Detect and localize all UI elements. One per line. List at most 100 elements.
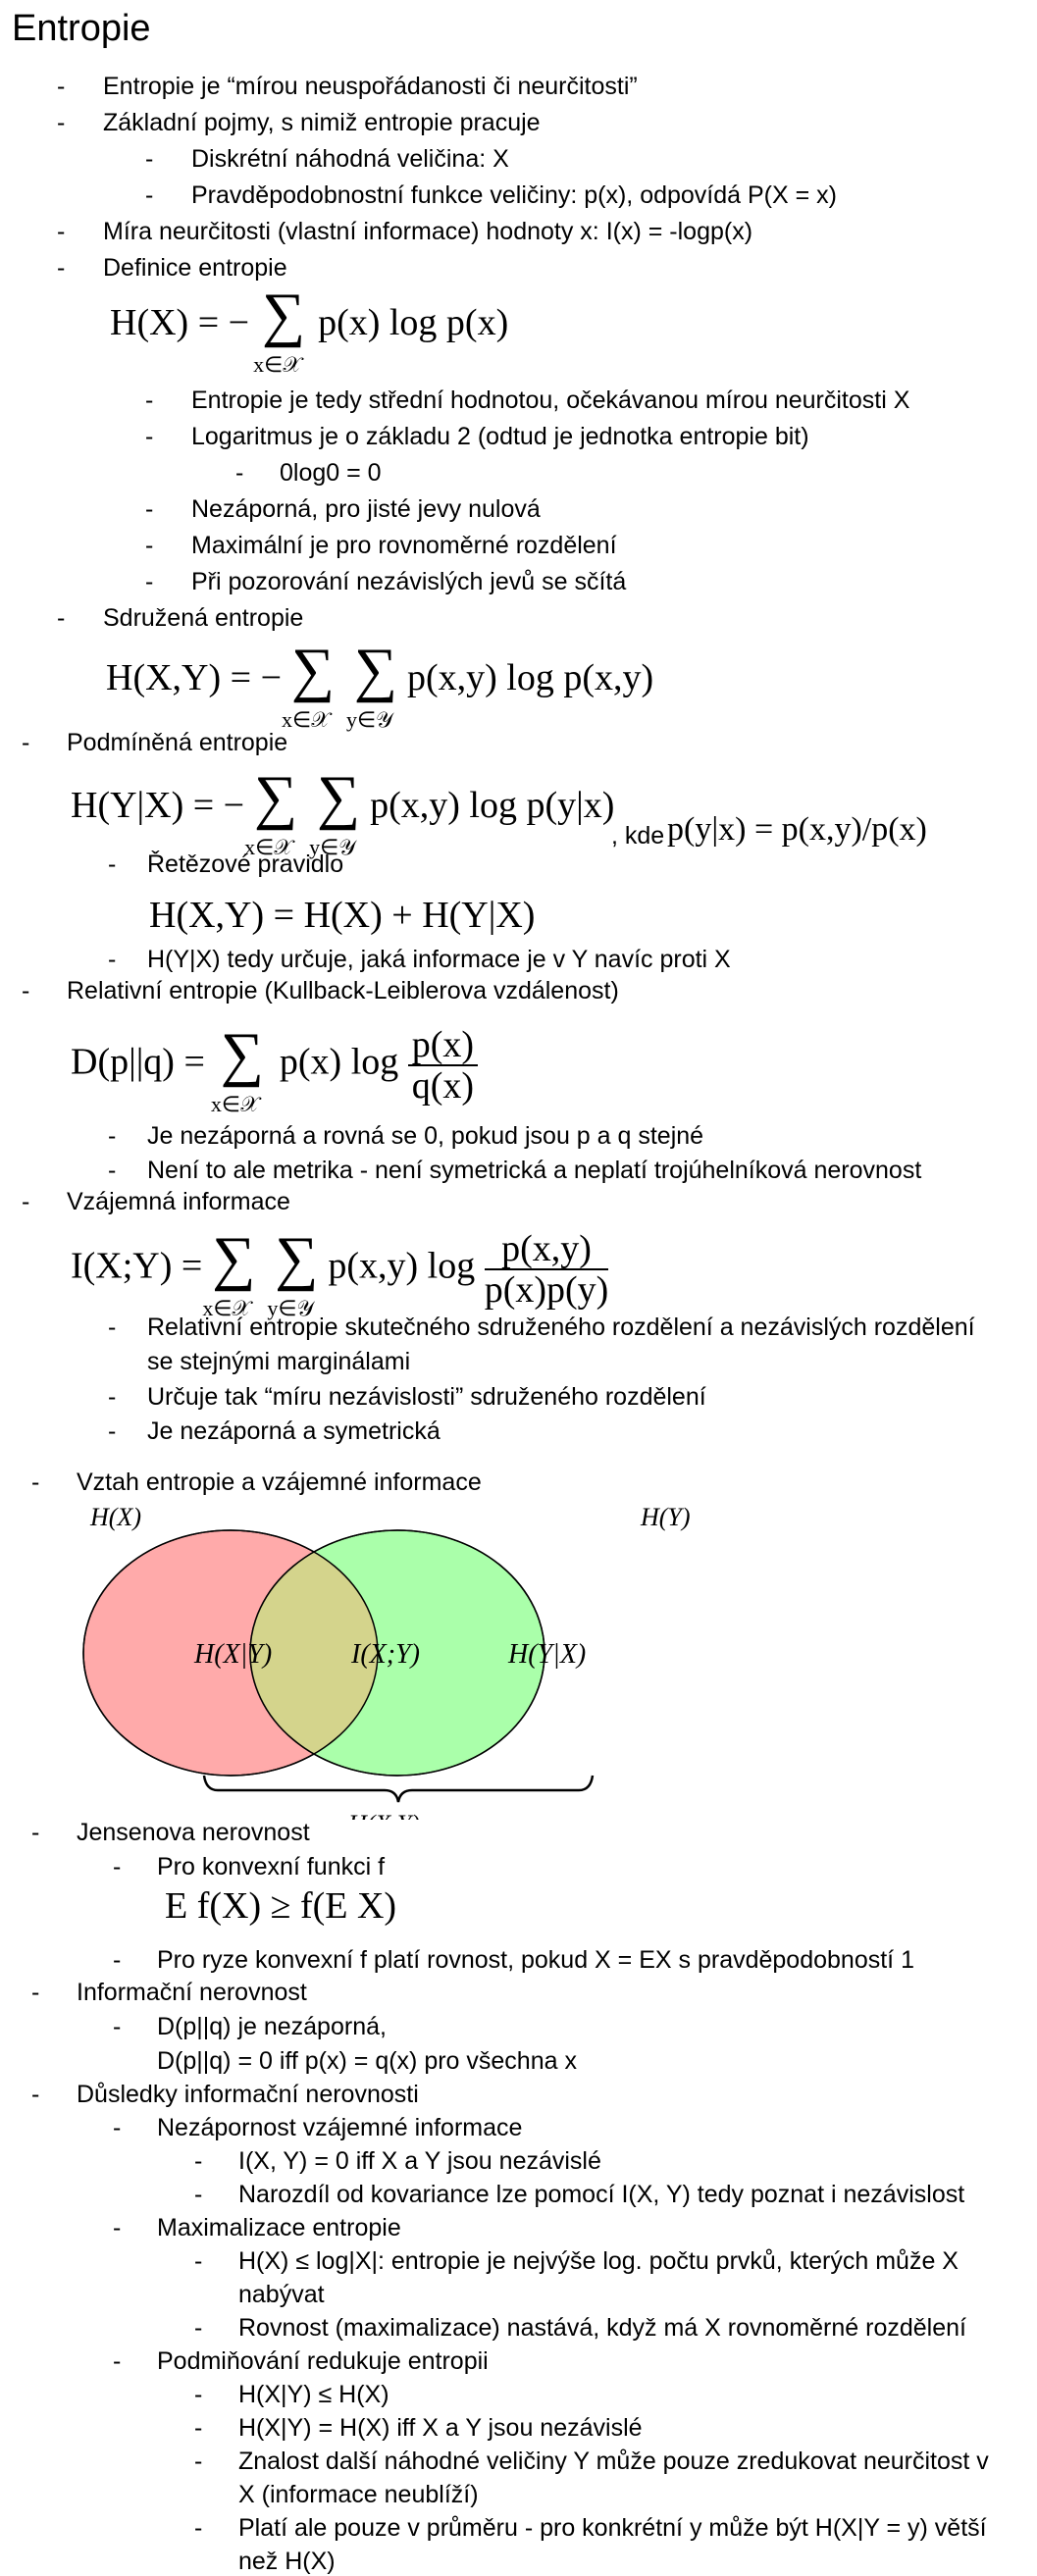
text-line: než H(X) xyxy=(238,2548,336,2575)
venn-right-label: H(Y) xyxy=(640,1503,691,1531)
formula-conditional-probability: p(y|x) = p(x,y)/p(x) xyxy=(667,811,927,848)
bullet-dash: - xyxy=(145,568,154,595)
bullet-dash: - xyxy=(113,1946,122,1974)
text-line: Znalost další náhodné veličiny Y může po… xyxy=(238,2447,989,2475)
bullet-dash: - xyxy=(108,1417,117,1445)
bullet-dash: - xyxy=(194,2447,203,2475)
text-line: Relativní entropie (Kullback-Leiblerova … xyxy=(67,977,619,1005)
bullet-dash: - xyxy=(145,145,154,173)
text-line: Maximální je pro rovnoměrné rozdělení xyxy=(191,532,617,559)
text-line: D(p||q) = 0 iff p(x) = q(x) pro všechna … xyxy=(157,2047,577,2075)
text-line: 0log0 = 0 xyxy=(280,459,382,487)
bullet-dash: - xyxy=(145,386,154,414)
bullet-dash: - xyxy=(108,1157,117,1184)
bullet-dash: - xyxy=(235,459,244,487)
bullet-dash: - xyxy=(31,1468,40,1496)
text-line: Maximalizace entropie xyxy=(157,2214,401,2241)
text-line: H(X|Y) = H(X) iff X a Y jsou nezávislé xyxy=(238,2414,643,2442)
text-line: se stejnými marginálami xyxy=(147,1348,411,1375)
text-line: Rovnost (maximalizace) nastává, když má … xyxy=(238,2314,966,2342)
bullet-dash: - xyxy=(113,2114,122,2141)
text-line: Důsledky informační nerovnosti xyxy=(77,2081,419,2108)
text-line: Platí ale pouze v průměru - pro konkrétn… xyxy=(238,2514,987,2542)
bullet-dash: - xyxy=(113,2214,122,2241)
bullet-dash: - xyxy=(108,946,117,973)
bullet-dash: - xyxy=(22,729,30,756)
text-line: Entropie je tedy střední hodnotou, očeká… xyxy=(191,386,910,414)
bullet-dash: - xyxy=(194,2314,203,2342)
text-line: D(p||q) je nezáporná, xyxy=(157,2013,387,2040)
text-line: Je nezáporná a rovná se 0, pokud jsou p … xyxy=(147,1122,704,1150)
text-line: Sdružená entropie xyxy=(103,604,304,632)
text-line: Vzájemná informace xyxy=(67,1188,290,1215)
text-line: X (informace neublíží) xyxy=(238,2481,479,2508)
text-line: Pro konvexní funkci f xyxy=(157,1853,386,1880)
text-line: Je nezáporná a symetrická xyxy=(147,1417,441,1445)
text-line: Narozdíl od kovariance lze pomocí I(X, Y… xyxy=(238,2181,965,2208)
bullet-dash: - xyxy=(113,2347,122,2375)
page-title: Entropie xyxy=(12,8,151,49)
venn-union-label: H(X,Y) xyxy=(347,1810,420,1820)
text-line: Pravděpodobnostní funkce veličiny: p(x),… xyxy=(191,181,837,209)
bullet-dash: - xyxy=(22,1188,30,1215)
text-line: H(X|Y) ≤ H(X) xyxy=(238,2381,389,2408)
text-line: Základní pojmy, s nimiž entropie pracuje xyxy=(103,109,541,136)
formula-chain-rule: H(X,Y) = H(X) + H(Y|X) xyxy=(149,895,536,936)
bullet-dash: - xyxy=(57,109,66,136)
bullet-dash: - xyxy=(194,2247,203,2275)
union-brace xyxy=(202,1775,595,1803)
text-line: nabývat xyxy=(238,2281,325,2308)
venn-left-only-label: H(X|Y) xyxy=(193,1639,272,1670)
text-line: Podmíněná entropie xyxy=(67,729,288,756)
venn-right-only-label: H(Y|X) xyxy=(507,1639,586,1670)
bullet-dash: - xyxy=(145,495,154,523)
bullet-dash: - xyxy=(108,1314,117,1341)
bullet-dash: - xyxy=(57,73,66,100)
text-line: H(X) ≤ log|X|: entropie je nejvýše log. … xyxy=(238,2247,959,2275)
bullet-dash: - xyxy=(22,977,30,1005)
text-line: , kde xyxy=(611,822,665,850)
venn-intersection-label: I(X;Y) xyxy=(350,1639,420,1670)
bullet-dash: - xyxy=(113,2013,122,2040)
text-line: Definice entropie xyxy=(103,254,287,282)
bullet-dash: - xyxy=(31,1819,40,1846)
bullet-dash: - xyxy=(31,1979,40,2006)
text-line: Podmiňování redukuje entropii xyxy=(157,2347,489,2375)
bullet-dash: - xyxy=(113,1853,122,1880)
text-line: Při pozorování nezávislých jevů se sčítá xyxy=(191,568,627,595)
bullet-dash: - xyxy=(194,2181,203,2208)
bullet-dash: - xyxy=(31,2081,40,2108)
bullet-dash: - xyxy=(145,181,154,209)
text-line: Logaritmus je o základu 2 (odtud je jedn… xyxy=(191,423,809,450)
venn-left-label: H(X) xyxy=(89,1503,141,1531)
text-line: H(Y|X) tedy určuje, jaká informace je v … xyxy=(147,946,731,973)
bullet-dash: - xyxy=(57,254,66,282)
text-line: Diskrétní náhodná veličina: X xyxy=(191,145,509,173)
text-line: I(X, Y) = 0 iff X a Y jsou nezávislé xyxy=(238,2147,601,2175)
bullet-dash: - xyxy=(145,532,154,559)
text-line: Pro ryze konvexní f platí rovnost, pokud… xyxy=(157,1946,914,1974)
bullet-dash: - xyxy=(194,2381,203,2408)
bullet-dash: - xyxy=(194,2147,203,2175)
text-line: Informační nerovnost xyxy=(77,1979,307,2006)
bullet-dash: - xyxy=(108,1122,117,1150)
text-line: Nezápornost vzájemné informace xyxy=(157,2114,523,2141)
bullet-dash: - xyxy=(57,218,66,245)
formula-jensen: E f(X) ≥ f(E X) xyxy=(165,1885,397,1927)
text-line: Řetězové pravidlo xyxy=(147,850,344,878)
text-line: Určuje tak “míru nezávislosti” sdruženéh… xyxy=(147,1383,706,1411)
bullet-dash: - xyxy=(108,1383,117,1411)
venn-diagram: H(X) H(Y) H(X|Y) I(X;Y) H(Y|X) H(X,Y) xyxy=(82,1503,691,1820)
text-line: Jensenova nerovnost xyxy=(77,1819,310,1846)
bullet-dash: - xyxy=(57,604,66,632)
bullet-dash: - xyxy=(194,2414,203,2442)
text-line: Míra neurčitosti (vlastní informace) hod… xyxy=(103,218,753,245)
bullet-dash: - xyxy=(108,850,117,878)
venn-overlap xyxy=(250,1530,378,1776)
text-line: Nezáporná, pro jisté jevy nulová xyxy=(191,495,541,523)
text-line: Entropie je “mírou neuspořádanosti či ne… xyxy=(103,73,638,100)
